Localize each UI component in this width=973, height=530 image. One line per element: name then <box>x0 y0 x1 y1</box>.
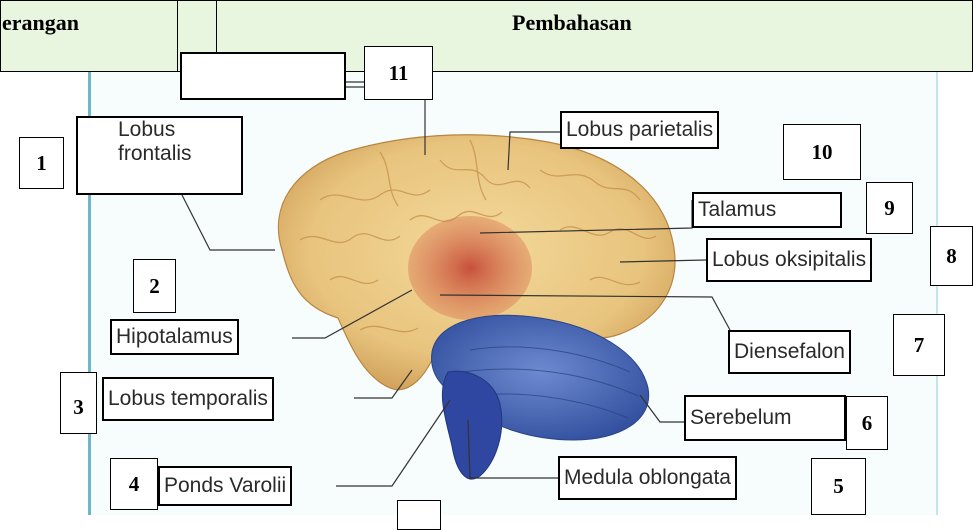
label-medula-oblongata: Medula oblongata <box>558 456 737 500</box>
blank-answer-box-11[interactable] <box>180 52 346 100</box>
label-lobus-temporalis: Lobus temporalis <box>102 377 274 421</box>
number-box-3: 3 <box>60 372 97 434</box>
label-hipotalamus: Hipotalamus <box>110 319 239 355</box>
number-box-11: 11 <box>364 46 433 100</box>
blank-answer-box-bottom[interactable] <box>397 500 441 530</box>
label-lobus-oksipitalis: Lobus oksipitalis <box>706 238 872 282</box>
number-box-4: 4 <box>110 458 158 510</box>
number-box-1: 1 <box>19 137 64 189</box>
number-box-9: 9 <box>866 182 913 234</box>
number-box-6: 6 <box>846 396 888 450</box>
label-talamus: Talamus <box>692 192 842 228</box>
number-box-10: 10 <box>783 124 861 180</box>
label-ponds-varolii: Ponds Varolii <box>158 466 292 506</box>
leader-line-11-double <box>346 82 366 87</box>
label-lobus-parietalis: Lobus parietalis <box>560 111 719 149</box>
number-box-7: 7 <box>893 314 945 376</box>
diencephalon-shape <box>408 216 532 320</box>
label-lobus-frontalis: Lobus frontalis <box>76 116 243 195</box>
number-box-5: 5 <box>811 458 866 515</box>
label-diensefalon: Diensefalon <box>728 330 851 374</box>
leader-line-lobus-frontalis <box>182 195 275 250</box>
label-serebelum: Serebelum <box>684 395 846 441</box>
number-box-2: 2 <box>133 259 176 313</box>
number-box-8: 8 <box>930 226 973 286</box>
leader-line-ponds-varolii <box>336 400 450 486</box>
